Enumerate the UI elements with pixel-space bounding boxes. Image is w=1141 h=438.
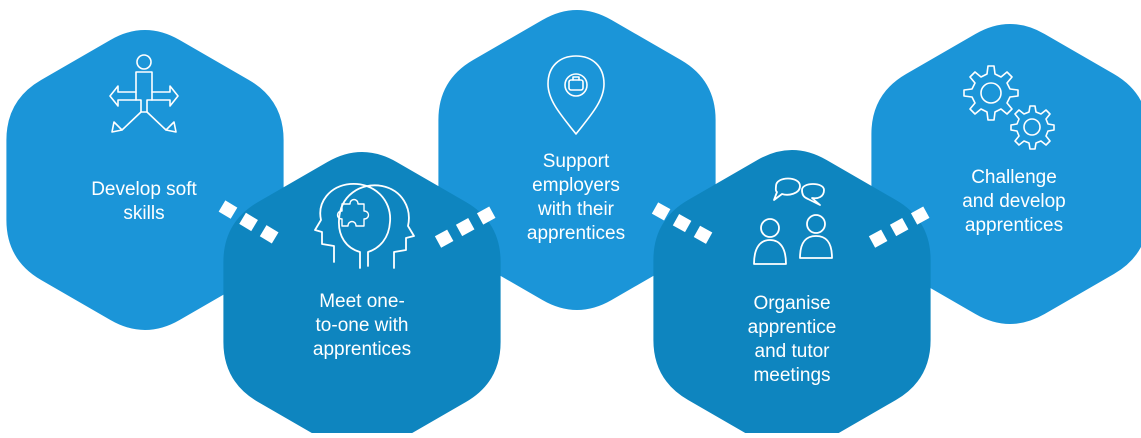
hexagon-meet-one-to-one [223,152,501,438]
hexagon-label-support-employers: Support employers with their apprentices [526,151,626,244]
hexagon-label-challenge-and-develop: Challenge and develop apprentices [962,167,1066,236]
hexagon-challenge-and-develop [871,24,1141,324]
hexagon-label-meet-one-to-one: Meet one- to-one with apprentices [312,291,412,360]
hexagon-support-employers [438,10,716,310]
hexagon-organise-meetings [653,150,931,438]
connector-dash-1 [218,200,286,248]
hexagon-label-develop-soft-skills: Develop soft skills [91,179,197,224]
hexagon-label-organise-meetings: Organise apprentice and tutor meetings [747,293,837,386]
connector-dash-3 [651,202,720,248]
people-chat-icon [753,177,833,265]
location-pin-icon [547,55,605,135]
person-crossroads-icon [109,54,179,133]
connector-dash-4 [868,202,938,248]
connector-dash-2 [434,202,504,248]
gears-icon [963,65,1055,150]
connector-dashes [218,200,938,248]
hexagon-develop-soft-skills [6,30,284,330]
heads-puzzle-icon [314,183,415,269]
